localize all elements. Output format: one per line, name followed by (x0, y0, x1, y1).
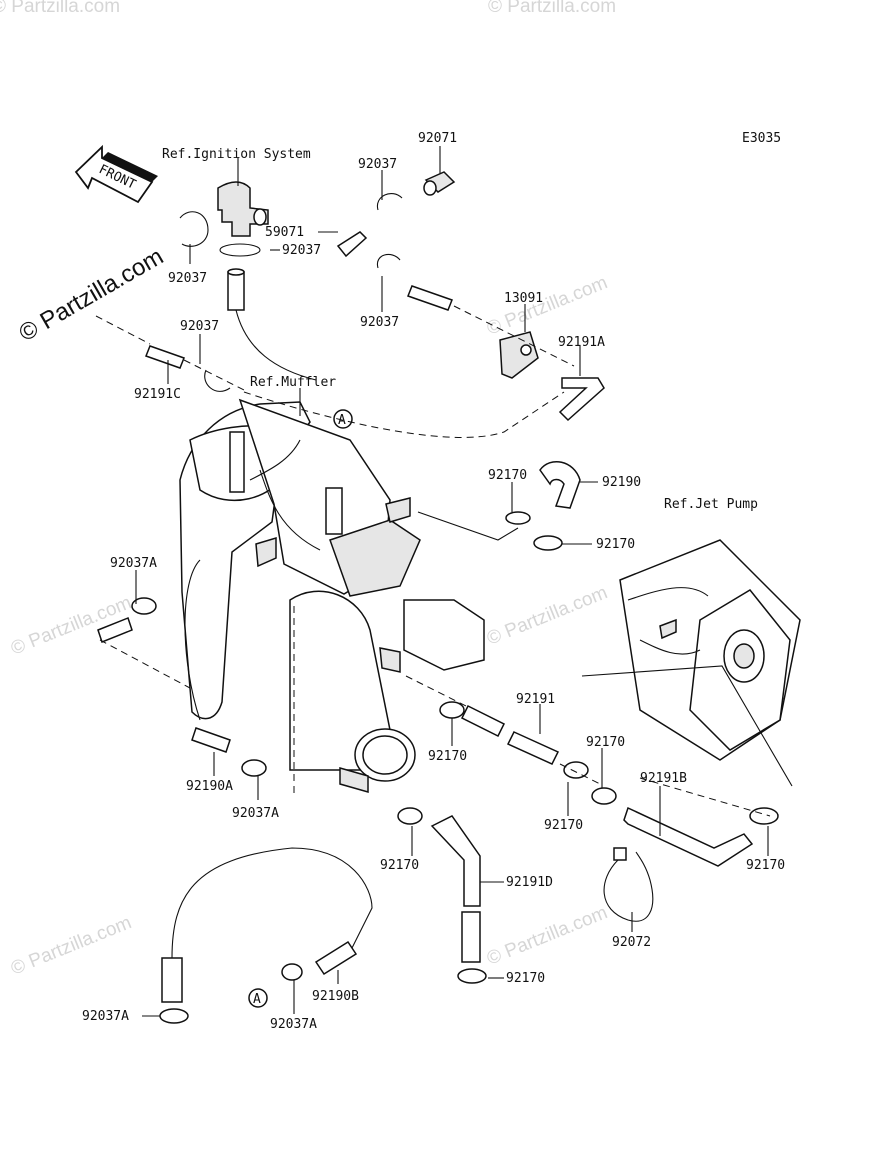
clamp-92170-set (131, 511, 779, 1024)
label-92037: 92037 (168, 271, 207, 286)
ignition-fitting-part (217, 158, 269, 237)
part-labels: 92071 92037 59071 92037 92037 92037 1309… (82, 131, 785, 1032)
label-92190A: 92190A (186, 779, 233, 794)
label-92037: 92037 (358, 157, 397, 172)
clamp-92037-right-top (376, 193, 403, 269)
label-92170: 92170 (746, 858, 785, 873)
watermark: © Partzilla.com (484, 272, 611, 339)
label-92170: 92170 (544, 818, 583, 833)
label-92037A: 92037A (82, 1009, 129, 1024)
watermark-main: © Partzilla.com (15, 243, 169, 347)
hose-lower-left-part (161, 957, 183, 1003)
hose-92190A-part (97, 617, 231, 753)
part-13091 (499, 331, 539, 379)
watermark: © Partzilla.com (0, 0, 120, 17)
diagram-code: E3035 (742, 131, 781, 146)
front-arrow-icon: FRONT (74, 144, 158, 204)
label-92170: 92170 (380, 858, 419, 873)
watermark: © Partzilla.com (484, 902, 611, 969)
ref-muffler: Ref.Muffler (250, 375, 336, 390)
band-92072-part (603, 847, 654, 922)
label-92190: 92190 (602, 475, 641, 490)
hose-92190-part (539, 460, 581, 509)
label-92191: 92191 (516, 692, 555, 707)
fitting-92071-part (423, 171, 456, 196)
ref-ignition-system: Ref.Ignition System (162, 147, 311, 162)
label-92170: 92170 (586, 735, 625, 750)
connector-a-lower: A (248, 988, 268, 1008)
hose-92191B-part (623, 806, 754, 867)
label-92037: 92037 (180, 319, 219, 334)
routing-lines (95, 305, 771, 959)
clamp-92037-top-left (179, 211, 209, 247)
label-92037: 92037 (282, 243, 321, 258)
hose-92190B-part (314, 940, 358, 976)
leader-lines (135, 146, 769, 1017)
label-92191B: 92191B (640, 771, 687, 786)
hose-92191A-part (558, 377, 605, 422)
hose-92191D-part (430, 815, 481, 963)
svg-text:A: A (253, 992, 261, 1007)
label-92170: 92170 (596, 537, 635, 552)
label-92191A: 92191A (558, 335, 605, 350)
hose-upper-right-part (407, 285, 453, 311)
label-92191C: 92191C (134, 387, 181, 402)
label-92170: 92170 (488, 468, 527, 483)
hose-92191C-part (145, 345, 185, 369)
label-92191D: 92191D (506, 875, 553, 890)
svg-text:A: A (338, 413, 346, 428)
label-13091: 13091 (504, 291, 543, 306)
label-92071: 92071 (418, 131, 457, 146)
hose-92191-part (460, 704, 560, 765)
label-92037A: 92037A (110, 556, 157, 571)
label-92190B: 92190B (312, 989, 359, 1004)
watermark: © Partzilla.com (484, 582, 611, 649)
label-92072: 92072 (612, 935, 651, 950)
label-92170: 92170 (428, 749, 467, 764)
jet-pump-assembly (581, 539, 801, 787)
pipe-59071-part (336, 231, 368, 258)
label-92170: 92170 (506, 971, 545, 986)
watermark: © Partzilla.com (488, 0, 616, 17)
watermark: © Partzilla.com (8, 912, 135, 979)
clamp-92037-left-small (204, 369, 231, 392)
label-59071: 59071 (265, 225, 304, 240)
label-92037A: 92037A (270, 1017, 317, 1032)
label-92037A: 92037A (232, 806, 279, 821)
muffler-assembly (179, 398, 485, 793)
clamp-92037-ignition (219, 243, 261, 257)
ref-jet-pump: Ref.Jet Pump (664, 497, 758, 512)
vent-hose-part (227, 268, 245, 311)
connector-a-upper: A (333, 409, 353, 429)
label-92037: 92037 (360, 315, 399, 330)
